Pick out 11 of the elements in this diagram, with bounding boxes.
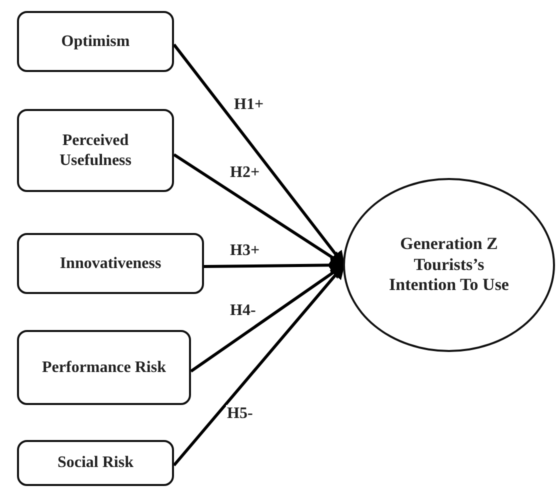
- node-label: Optimism: [61, 32, 130, 52]
- node-label: Social Risk: [57, 453, 134, 473]
- node-label: Generation Z Tourists’s Intention To Use: [388, 234, 510, 296]
- node-label: Perceived Usefulness: [58, 131, 132, 170]
- construct-box: [17, 11, 174, 72]
- construct-box: [17, 233, 204, 294]
- construct-box: [17, 109, 174, 192]
- construct-box: [17, 330, 191, 405]
- node-label: Performance Risk: [42, 358, 166, 378]
- construct-box: [17, 440, 174, 486]
- node-label: Innovativeness: [60, 254, 162, 274]
